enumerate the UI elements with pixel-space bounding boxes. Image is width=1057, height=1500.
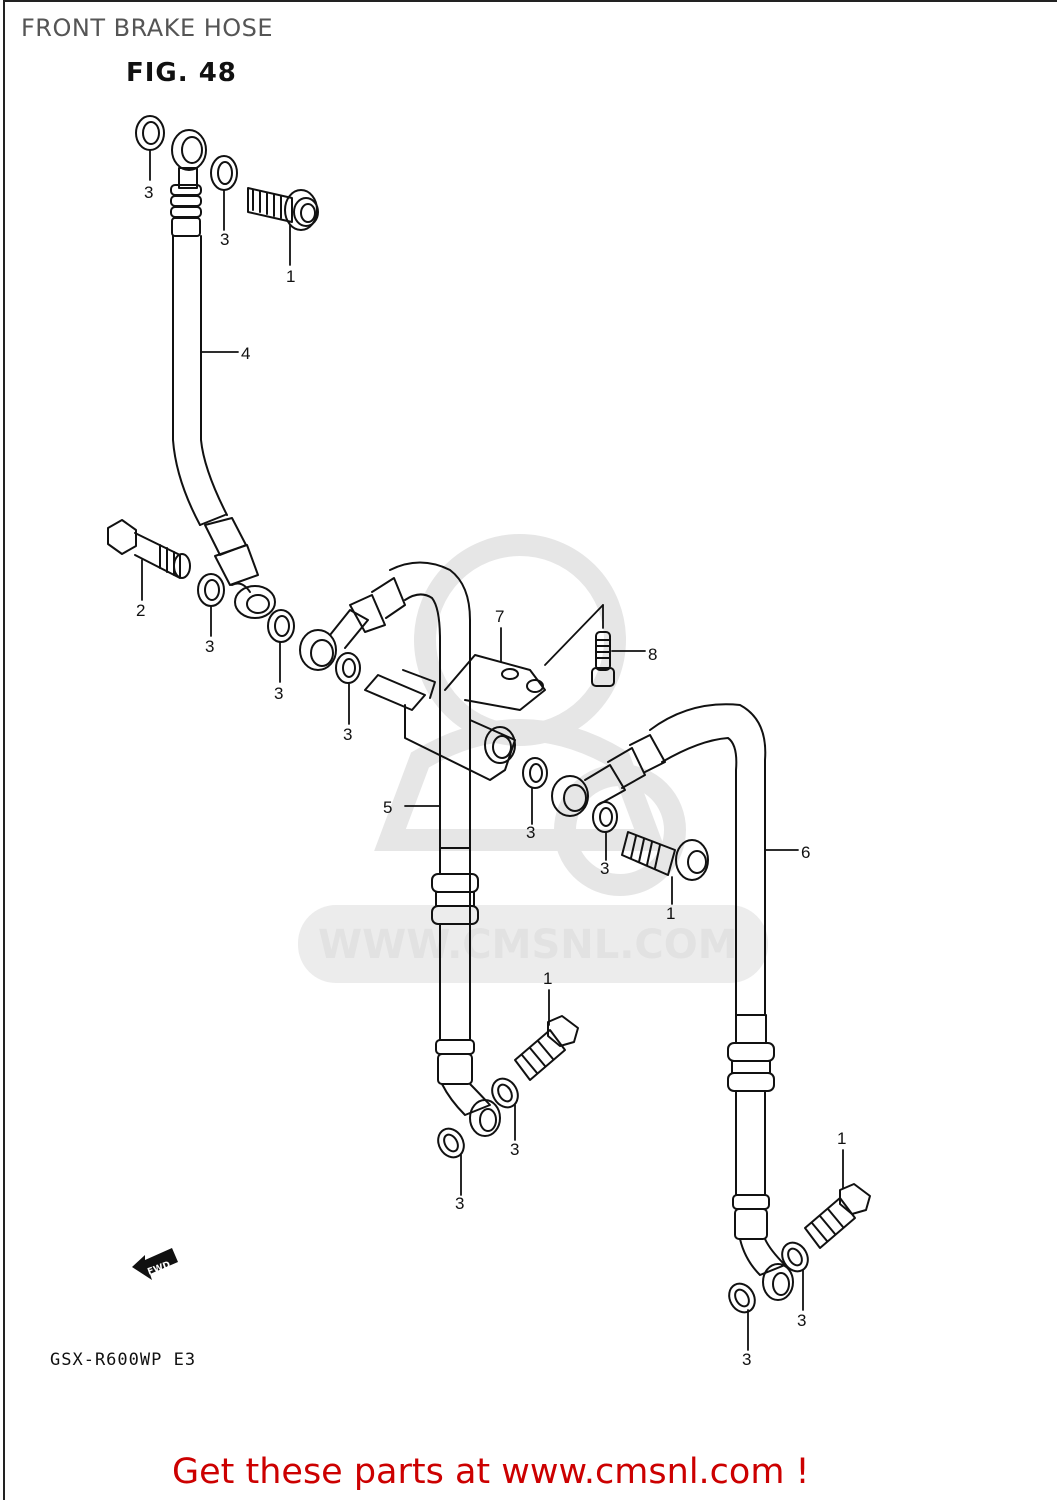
callout-3[interactable]: 3 [455,1194,464,1213]
hose-5 [299,561,501,1137]
union-bolt-lower-left [514,1015,579,1081]
callout-5[interactable]: 5 [383,798,392,817]
leader-lines [141,149,844,1351]
union-bolt-2way [107,519,191,579]
gasket-6b [592,801,618,833]
callout-3[interactable]: 3 [144,183,153,202]
callout-8[interactable]: 8 [648,645,657,664]
page-title: FRONT BRAKE HOSE [21,14,274,42]
gasket-lower-4 [728,1282,756,1314]
gasket-lower-3 [781,1241,809,1273]
gasket-2a [197,573,225,607]
figure-number: FIG. 48 [126,58,237,88]
bolt-8 [591,631,615,687]
callout-1[interactable]: 1 [837,1129,846,1148]
callout-4[interactable]: 4 [241,344,250,363]
callout-3[interactable]: 3 [510,1140,519,1159]
watermark-logo [374,534,686,896]
model-code: GSX-R600WP E3 [50,1350,197,1370]
hose-4 [170,129,276,619]
union-bolt-lower-right [804,1183,871,1249]
callout-3[interactable]: 3 [343,725,352,744]
gasket-top-2 [210,155,238,191]
watermark-url: WWW.CMSNL.COM [318,922,738,968]
forward-direction-arrow: FWD [132,1248,178,1280]
hose-6 [551,703,794,1301]
callout-2[interactable]: 2 [136,601,145,620]
watermark: WWW.CMSNL.COM [298,534,768,983]
gasket-lower-1 [491,1077,519,1109]
gasket-top-1 [135,115,165,151]
callout-3[interactable]: 3 [220,230,229,249]
diagram-frame [3,0,1057,1500]
brake-hose-joint [364,654,546,781]
gasket-6a [522,757,548,789]
callout-3[interactable]: 3 [797,1311,806,1330]
union-bolt-top [247,187,319,231]
watermark-banner [298,905,768,983]
callout-7[interactable]: 7 [495,607,504,626]
get-parts-link[interactable]: Get these parts at www.cmsnl.com ! [172,1452,810,1492]
callout-3[interactable]: 3 [526,823,535,842]
callout-1[interactable]: 1 [543,969,552,988]
callout-6[interactable]: 6 [801,843,810,862]
union-bolt-mid [621,831,709,881]
callout-3[interactable]: 3 [205,637,214,656]
gasket-2b [267,609,295,643]
callout-labels: 3 3 1 4 2 3 3 3 7 8 5 3 3 1 6 1 3 3 1 3 … [136,183,846,1369]
callout-1[interactable]: 1 [666,904,675,923]
callout-3[interactable]: 3 [742,1350,751,1369]
callout-3[interactable]: 3 [600,859,609,878]
gasket-5a [335,652,361,684]
gasket-lower-2 [437,1127,465,1159]
callout-3[interactable]: 3 [274,684,283,703]
callout-1[interactable]: 1 [286,267,295,286]
